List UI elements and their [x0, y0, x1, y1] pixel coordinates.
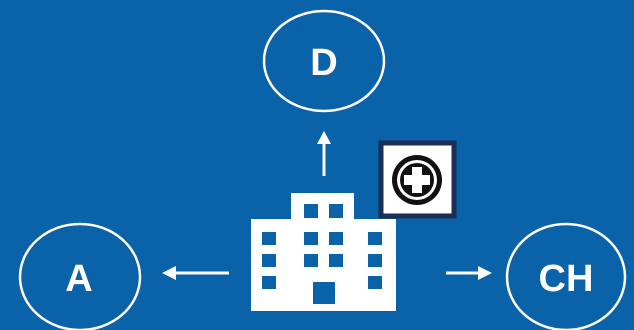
node-top-circle: [262, 9, 386, 113]
node-left: A: [18, 222, 142, 330]
node-right-circle: [505, 222, 627, 330]
arrow-up: [317, 131, 331, 176]
node-top-label: D: [310, 42, 337, 84]
hospital-building-icon: [251, 193, 396, 311]
node-left-label: A: [65, 258, 92, 300]
node-right-label: CH: [539, 258, 594, 300]
arrow-left: [162, 266, 229, 280]
node-left-circle: [18, 222, 142, 330]
node-top: D: [262, 9, 386, 113]
medical-cross-badge: [378, 140, 457, 219]
arrow-right: [446, 266, 492, 280]
node-right: CH: [505, 222, 627, 330]
medical-cross-icon: [392, 155, 442, 205]
